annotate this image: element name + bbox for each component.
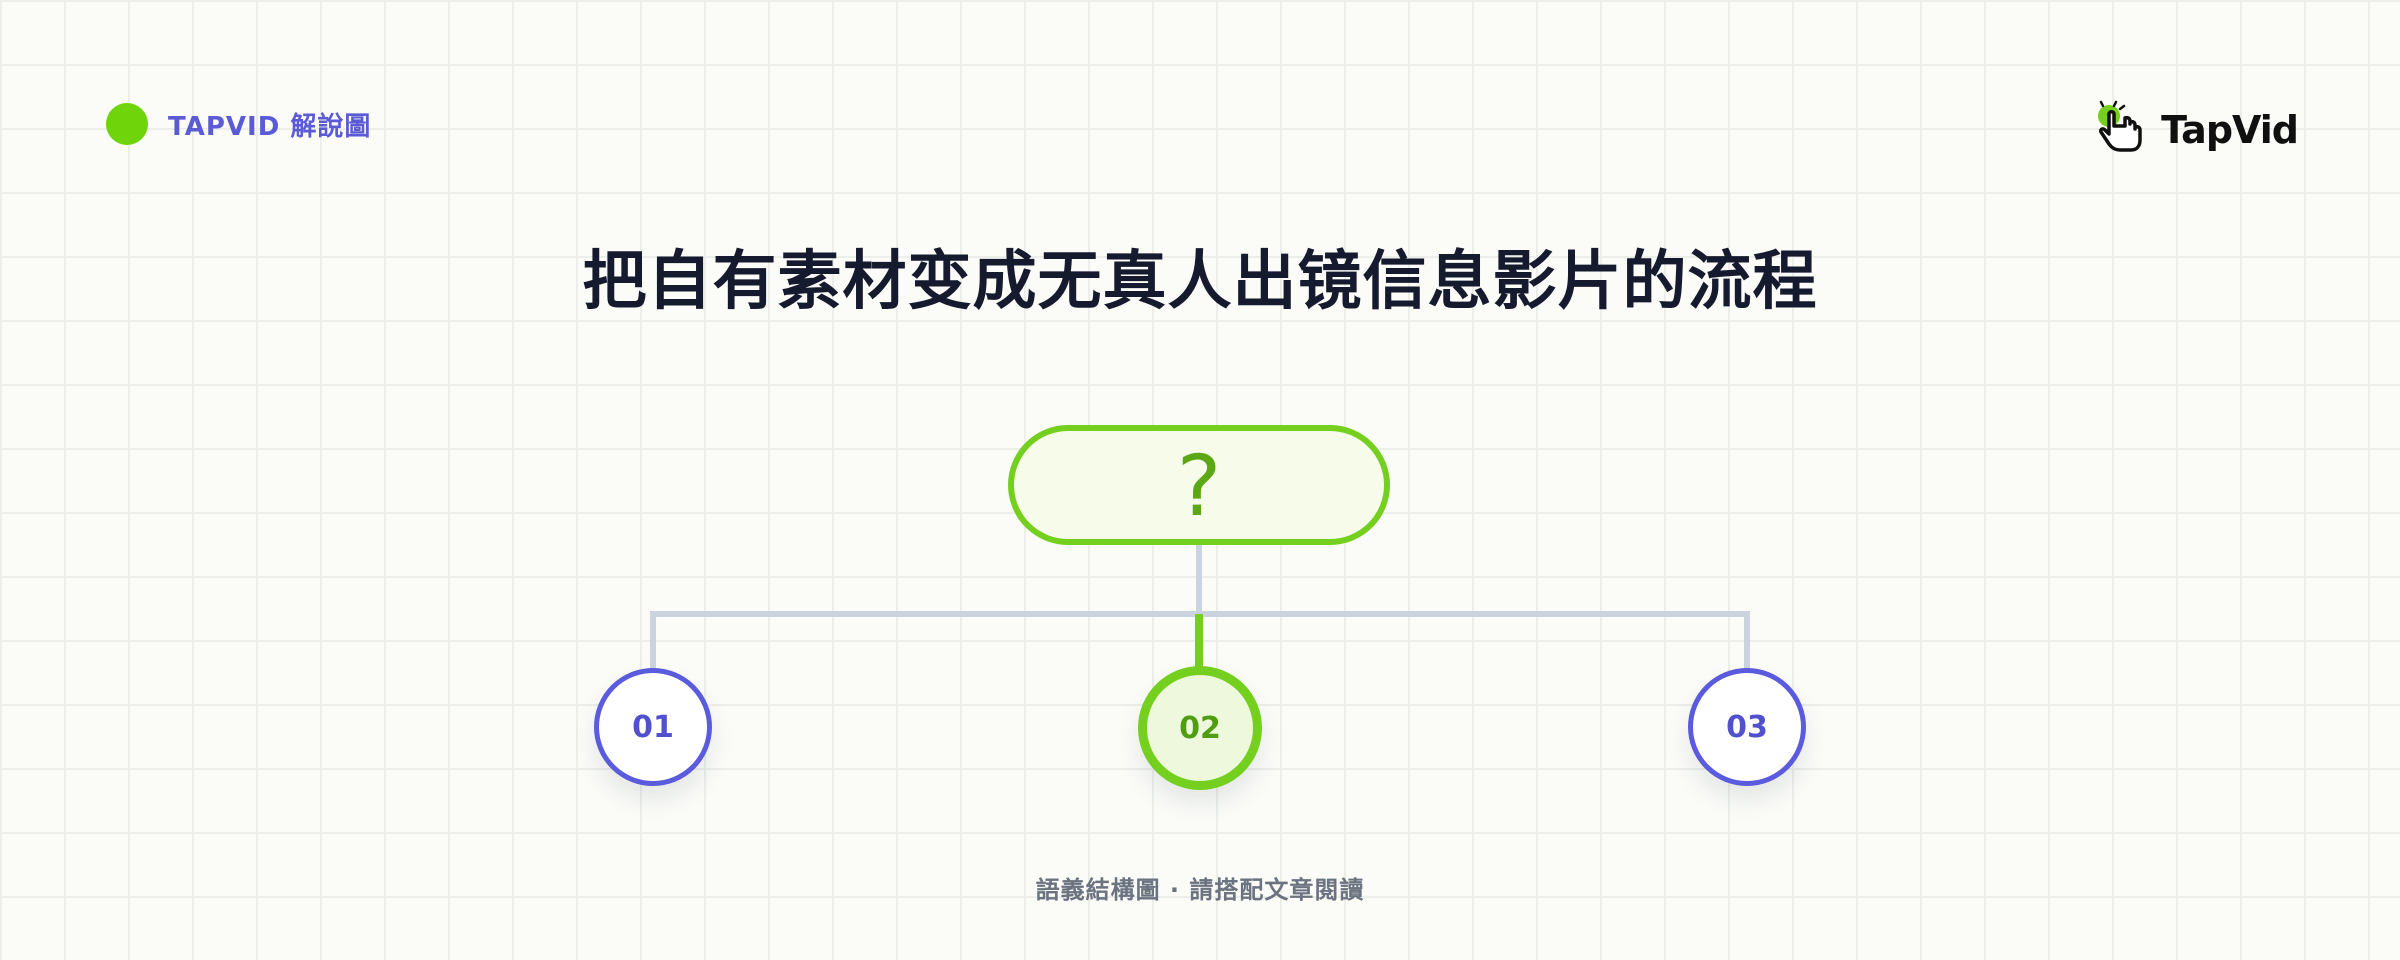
child-node-02: 02 [1138, 666, 1262, 790]
child-node-label: 02 [1179, 710, 1221, 746]
child-node-01: 01 [594, 668, 712, 786]
root-stem [1196, 545, 1202, 617]
child-node-label: 03 [1726, 709, 1768, 745]
brand-tag: TAPVID 解說圖 [106, 102, 371, 146]
branch-to-03 [1744, 611, 1750, 671]
child-node-03: 03 [1688, 668, 1806, 786]
branch-to-02 [1195, 614, 1203, 672]
branch-to-01 [650, 611, 656, 671]
child-node-label: 01 [632, 709, 674, 745]
root-node-label: ? [1176, 437, 1222, 535]
logo: TapVid [2095, 100, 2299, 160]
logo-wordmark: TapVid [2161, 108, 2299, 152]
brand-tag-label: TAPVID 解說圖 [168, 111, 372, 142]
root-node: ? [1008, 425, 1390, 545]
brand-dot-icon [106, 103, 148, 145]
footnote: 語義結構圖 · 請搭配文章閱讀 [1035, 876, 1365, 904]
pointing-hand-icon [2098, 100, 2142, 152]
page-title: 把自有素材变成无真人出镜信息影片的流程 [582, 245, 1818, 319]
